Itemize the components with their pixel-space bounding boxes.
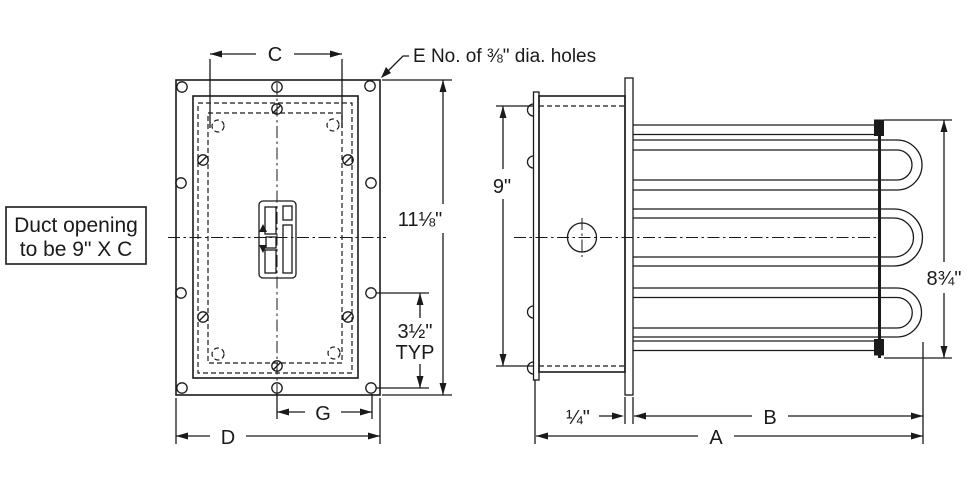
arrowhead — [416, 376, 424, 388]
dim-b-label: B — [763, 407, 776, 429]
hidden-hole — [326, 118, 340, 132]
arrowhead — [499, 106, 507, 118]
hairpin-element-outer — [633, 287, 923, 338]
arrowhead — [499, 354, 507, 366]
front-hidden-holes — [211, 118, 341, 361]
nameplate-field — [264, 249, 277, 274]
arrowhead — [536, 432, 548, 440]
hole-notch — [526, 305, 534, 319]
hairpin-element-inner — [633, 217, 915, 258]
arrowhead — [416, 293, 424, 305]
flange-hole — [176, 81, 188, 93]
side-flange-hole-notches — [526, 103, 534, 375]
dim-g-label: G — [315, 403, 331, 425]
side-view: 9" 8¾" ¼" B — [485, 77, 969, 450]
dim-hole-spacing-label: 3½" — [398, 321, 433, 343]
screw-head — [271, 103, 283, 115]
flange-hole — [175, 287, 187, 299]
dim-a-label: A — [709, 427, 723, 449]
flange-hole — [365, 177, 377, 189]
front-screws — [197, 103, 354, 372]
dim-height: 11⅛" — [382, 79, 452, 396]
dim-height-label: 11⅛" — [398, 209, 443, 231]
hairpin-element-outer — [633, 139, 923, 191]
arrowhead — [330, 50, 342, 58]
front-flange-holes — [175, 80, 377, 394]
holes-callout: E No. of ⅜" dia. holes — [381, 46, 596, 78]
screw-head — [271, 360, 283, 372]
nameplate-arrow-up-icon — [259, 224, 267, 232]
holes-note-label: E No. of ⅜" dia. holes — [413, 46, 596, 67]
dim-duct-height-label: 9" — [493, 176, 511, 198]
hole-notch — [526, 155, 534, 169]
dim-typ-label: TYP — [396, 342, 435, 364]
hairpin-element-outer — [633, 208, 924, 267]
nameplate-outline — [258, 200, 297, 279]
arrowhead — [634, 412, 646, 420]
dim-flange-thickness: ¼" — [566, 397, 634, 429]
side-duct-flange-plate — [624, 77, 634, 396]
arrowhead — [176, 432, 188, 440]
dim-duct-height: 9" — [485, 105, 534, 367]
heating-elements — [633, 139, 924, 338]
arrowhead — [360, 408, 372, 416]
dim-g: G — [276, 394, 373, 425]
arrowhead — [210, 50, 222, 58]
nameplate-field — [264, 206, 277, 235]
dim-c-label: C — [268, 44, 282, 66]
hole-notch — [526, 103, 534, 117]
leader-arrowhead — [381, 67, 391, 78]
arrowhead — [439, 80, 447, 92]
screw-head — [342, 311, 354, 323]
dim-b: B — [634, 342, 924, 444]
hairpin-element-inner — [633, 296, 913, 329]
arrowhead — [911, 432, 923, 440]
nameplate — [258, 200, 297, 279]
hidden-hole — [211, 119, 225, 133]
dim-bend-height: 8¾" — [884, 119, 969, 359]
flange-hole — [175, 177, 187, 189]
note-line2: to be 9" X C — [20, 238, 133, 261]
hidden-hole — [211, 347, 225, 361]
hole-notch — [526, 361, 534, 375]
dim-d-label: D — [221, 427, 235, 449]
dim-flange-thickness-label: ¼" — [566, 407, 590, 429]
flange-hole — [365, 382, 377, 394]
hidden-hole — [327, 346, 341, 360]
nameplate-field — [265, 236, 277, 249]
note-box-outline — [5, 206, 147, 265]
arrowhead — [940, 120, 948, 132]
dim-a: A — [534, 380, 923, 450]
arrowhead — [940, 346, 948, 358]
screw-head — [197, 311, 209, 323]
arrowhead — [612, 412, 624, 420]
flange-hole — [271, 81, 283, 93]
hairpin-element-inner — [633, 149, 913, 181]
side-mounting-flange-bar — [532, 91, 540, 381]
note-line1: Duct opening — [14, 214, 138, 237]
arrowhead — [911, 412, 923, 420]
flange-hole — [365, 287, 377, 299]
screw-head — [342, 154, 354, 166]
dim-hole-spacing: 3½" TYP — [376, 292, 440, 389]
dim-bend-height-label: 8¾" — [927, 268, 962, 290]
front-view: C 11⅛" 3½" TYP — [168, 44, 452, 449]
arrowhead — [277, 408, 289, 416]
leader-line — [381, 55, 409, 78]
nameplate-arrow-down-icon — [259, 245, 267, 253]
dim-d: D — [175, 398, 381, 449]
arrowhead — [368, 432, 380, 440]
arrowhead — [439, 383, 447, 395]
dim-c: C — [209, 44, 343, 128]
screw-head — [197, 154, 209, 166]
flange-hole — [364, 80, 376, 92]
flange-hole — [271, 382, 283, 394]
note-box: Duct opening to be 9" X C — [5, 206, 147, 265]
nameplate-field — [282, 224, 293, 274]
flange-hole — [176, 382, 188, 394]
nameplate-field — [282, 205, 293, 221]
